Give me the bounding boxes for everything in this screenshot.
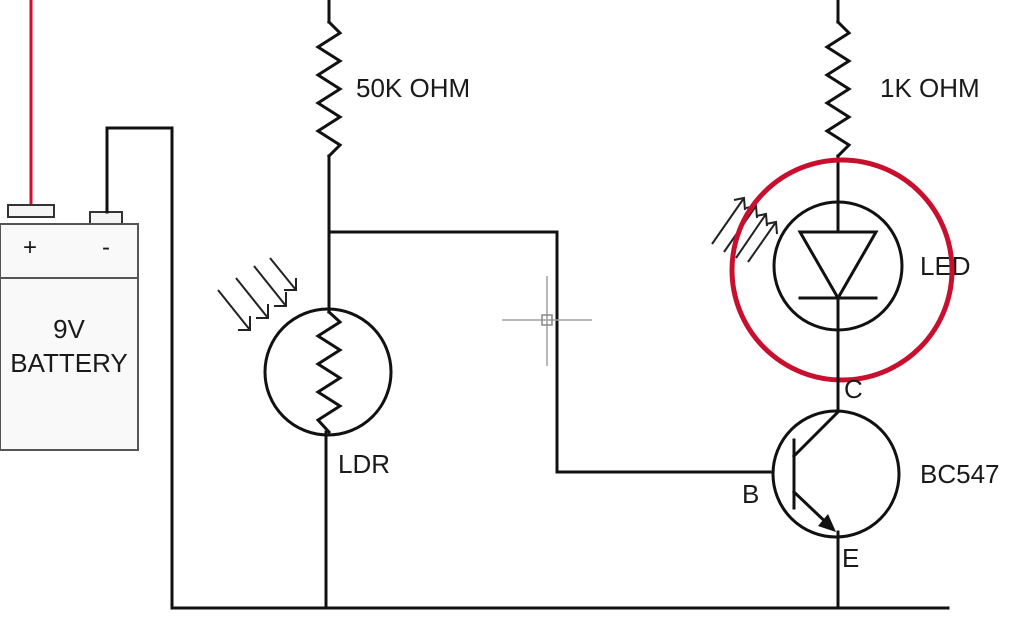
battery-body: [0, 223, 139, 451]
emitter-label: E: [842, 543, 859, 573]
ldr: LDR: [217, 257, 393, 479]
led-diode-triangle: [797, 230, 879, 302]
ldr-body: [263, 307, 393, 437]
crosshair-cursor-icon: [502, 276, 592, 366]
transistor-collector-lead: [791, 409, 841, 459]
transistor: C B E BC547: [742, 374, 1000, 573]
ldr-resistor-zigzag: [315, 309, 343, 435]
negative-terminal: [89, 211, 123, 225]
resistor-50k-zigzag: [315, 19, 343, 159]
transistor-body: [771, 409, 901, 539]
led-highlight-ring: [729, 157, 955, 383]
battery: + - 9V BATTERY: [0, 0, 139, 451]
battery-plus-sign: +: [23, 234, 37, 261]
battery-minus-sign: -: [102, 234, 110, 261]
battery-name-label: BATTERY: [10, 348, 128, 378]
battery-voltage-label: 9V: [53, 314, 85, 344]
led-label: LED: [920, 251, 971, 281]
base-label: B: [742, 479, 759, 509]
resistor-1k-label: 1K OHM: [880, 73, 980, 103]
light-arrows-icon: [217, 257, 297, 331]
positive-terminal: [7, 204, 55, 218]
led: LED: [711, 196, 971, 332]
negative-wire: [105, 126, 174, 610]
transistor-label: BC547: [920, 459, 1000, 489]
resistor-1k-zigzag: [824, 19, 852, 159]
light-emission-arrows-icon: [711, 196, 778, 263]
ldr-label: LDR: [338, 449, 390, 479]
emitter-arrow-icon: [818, 514, 836, 532]
collector-label: C: [844, 374, 863, 404]
base-feed-wire: [327, 230, 772, 474]
resistor-50k-label: 50K OHM: [356, 73, 470, 103]
